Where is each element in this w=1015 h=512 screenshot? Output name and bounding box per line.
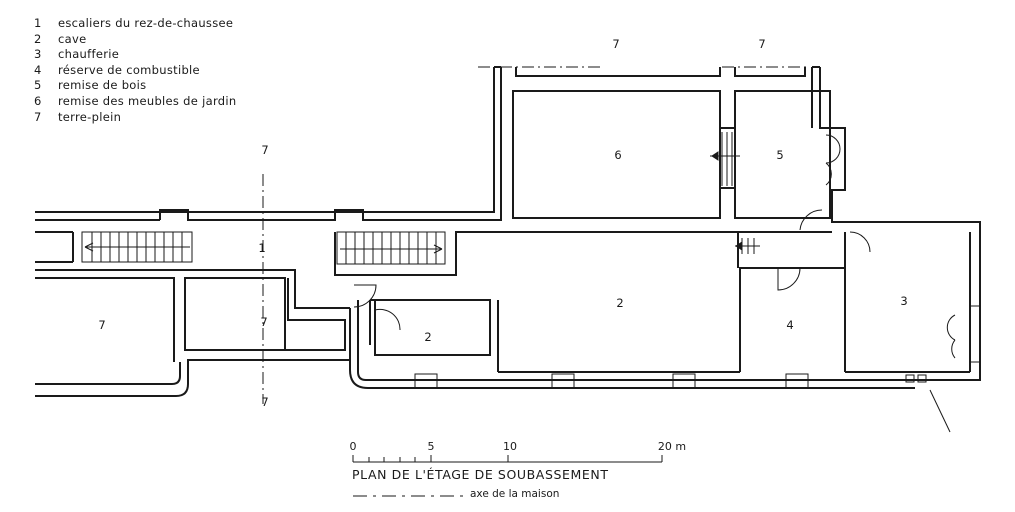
legend-number: 5: [34, 78, 42, 93]
legend: 1 escaliers du rez-de-chaussee 2 cave 3 …: [34, 16, 236, 125]
remise-meubles-room: [512, 90, 721, 219]
door-arrows: [710, 151, 760, 254]
remise-bois-label: 5: [776, 148, 784, 162]
legend-item: 4 réserve de combustible: [34, 63, 236, 79]
terre-plein-label: 7: [261, 395, 269, 409]
remise-meubles-label: 6: [614, 148, 622, 162]
scale-tick-label: 20 m: [657, 440, 687, 453]
legend-label: chaufferie: [58, 47, 120, 62]
legend-number: 1: [34, 16, 42, 30]
legend-item: 7 terre-plein: [34, 110, 236, 126]
legend-item: 5 remise de bois: [34, 78, 236, 94]
stair-corridor: [35, 209, 832, 309]
axis-legend-label: axe de la maison: [470, 488, 560, 500]
scale-tick-label: 0: [349, 440, 357, 453]
legend-label: réserve de combustible: [58, 62, 200, 77]
legend-number: 2: [34, 31, 42, 46]
left-stair-treads: [91, 232, 183, 262]
chaufferie-label: 3: [900, 294, 908, 308]
left-terre-plein-blocks: [35, 277, 350, 397]
terre-plein-label: 7: [261, 143, 269, 157]
legend-number: 7: [34, 109, 42, 124]
legend-label: escaliers du rez-de-chaussee: [58, 16, 234, 30]
legend-item: 1 escaliers du rez-de-chaussee: [34, 16, 236, 32]
scale-tick-label: 10: [503, 440, 517, 453]
terre-plein-label: 7: [758, 37, 766, 51]
legend-label: cave: [58, 31, 87, 46]
escaliers-label: 1: [258, 241, 266, 255]
cave-label: 2: [424, 330, 432, 344]
legend-number: 4: [34, 62, 42, 77]
door-swings: [353, 134, 981, 363]
cave-label: 2: [616, 296, 624, 310]
right-stair-treads: [336, 231, 446, 265]
legend-label: terre-plein: [58, 109, 122, 124]
terre-plein-label: 7: [98, 318, 106, 332]
terre-plein-label: 7: [260, 315, 268, 329]
section-line: [929, 389, 951, 433]
scale-tick-label: 5: [427, 440, 435, 453]
legend-label: remise de bois: [58, 78, 147, 93]
scale-bar: [352, 455, 663, 463]
terre-plein-label: 7: [612, 37, 620, 51]
legend-label: remise des meubles de jardin: [58, 93, 237, 108]
bottom-windows: [414, 373, 927, 389]
legend-number: 3: [34, 47, 42, 62]
reserve-combustible-label: 4: [786, 318, 794, 332]
legend-item: 2 cave: [34, 32, 236, 48]
legend-item: 6 remise des meubles de jardin: [34, 94, 236, 110]
remise-bois-room: [734, 90, 831, 219]
legend-number: 6: [34, 93, 42, 108]
legend-item: 3 chaufferie: [34, 47, 236, 63]
plan-title: PLAN DE L'ÉTAGE DE SOUBASSEMENT: [352, 467, 609, 482]
